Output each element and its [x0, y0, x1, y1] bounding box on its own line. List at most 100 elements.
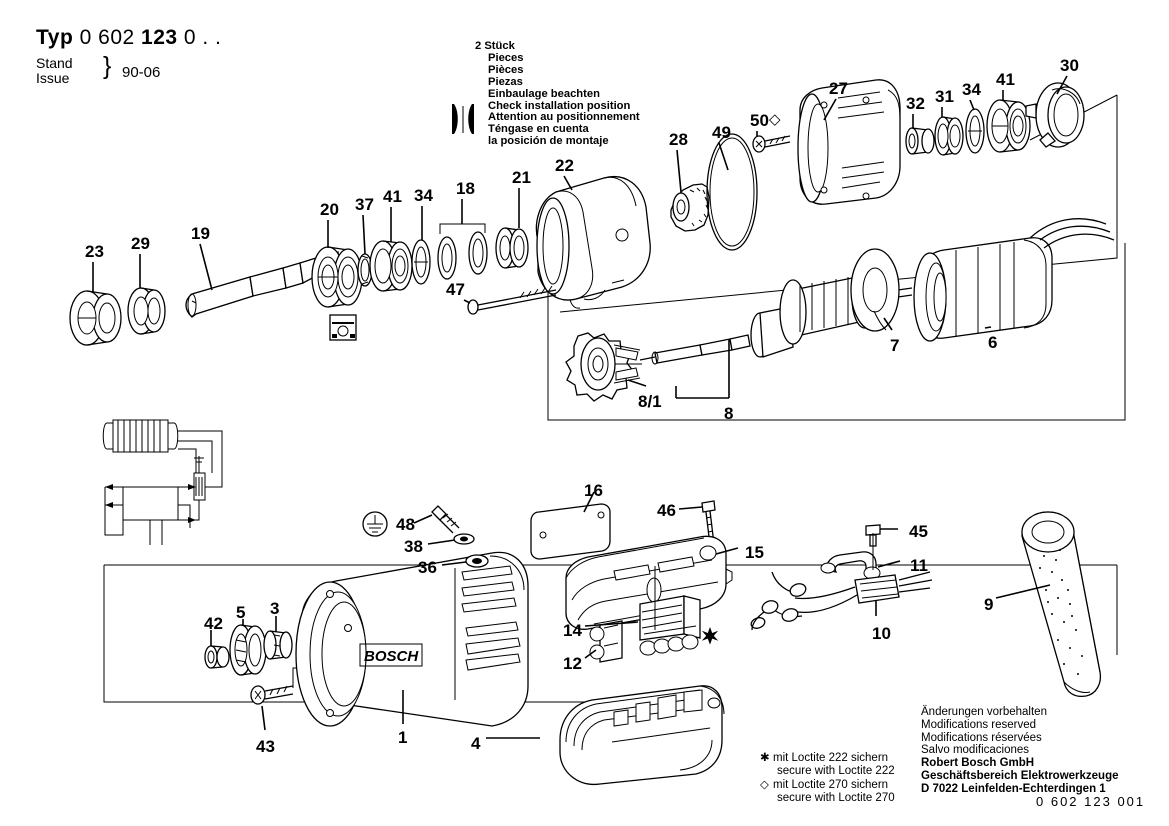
part-8-1-fan [565, 332, 642, 402]
part-12-terminal-block [589, 620, 623, 663]
document-number: 0 602 123 001 [1036, 794, 1146, 809]
part-47-long-screw [467, 285, 557, 315]
part-30-brush-holder [1025, 82, 1085, 148]
part-5-seal-ring [229, 624, 267, 676]
callout-28: 28 [669, 130, 688, 149]
modifications-line-2: Modifications réservées [921, 731, 1042, 744]
part-20-ball-bearing [311, 246, 363, 341]
loctite-legend-row-0: ✱ mit Loctite 222 sichern secure with Lo… [760, 752, 895, 777]
callout-7: 7 [890, 336, 900, 355]
callout-9: 9 [984, 595, 994, 614]
loctite-270-line2: secure with Loctite 270 [777, 791, 895, 804]
company-name: Robert Bosch GmbH [921, 757, 1035, 770]
issue-label: Issue [36, 70, 70, 86]
part-34-washer-right [965, 108, 985, 154]
callout-21: 21 [512, 168, 531, 187]
callout-4: 4 [471, 734, 481, 753]
modifications-line-0: Änderungen vorbehalten [921, 706, 1047, 718]
callout-32: 32 [906, 94, 925, 113]
part-23-bearing [69, 290, 122, 346]
part-16-nameplate [530, 503, 611, 560]
part-10-power-cable [750, 571, 933, 631]
part-50-screw [752, 135, 791, 153]
part-28-pinion [670, 183, 710, 232]
company-info-block: Änderungen vorbehalten Modifications res… [921, 706, 1119, 796]
note-line-0: 2 Stück [475, 40, 515, 52]
part-11-cable-clamp [820, 533, 881, 580]
callout-46: 46 [657, 501, 676, 520]
part-32-bushing [905, 127, 935, 155]
callout-3: 3 [270, 599, 280, 618]
callout-30: 30 [1060, 56, 1079, 75]
callout-27: 27 [829, 79, 848, 98]
part-42-bushing [204, 645, 230, 669]
part-7-washer [850, 248, 900, 332]
callout-19: 19 [191, 224, 210, 243]
note-line-2: Pièces [488, 63, 524, 76]
part-22-gear-housing [535, 176, 651, 309]
part-34-washer-left [411, 239, 431, 285]
callout-49: 49 [712, 123, 731, 142]
loctite-270-symbol: ◇ [760, 779, 769, 792]
loctite-222-line1: mit Loctite 222 sichern [773, 752, 889, 764]
stand-issue-labels: Stand Issue [36, 56, 73, 86]
page-title: Typ 0 602 123 0 . . [36, 26, 221, 50]
typ-number-part2: 123 [141, 26, 178, 49]
callout-47: 47 [446, 280, 465, 299]
callout-50: 50 [750, 111, 769, 130]
part-21-bearing [495, 227, 529, 269]
callout-8-1: 8/1 [638, 392, 662, 411]
note-line-6: Attention au positionnement [488, 111, 640, 124]
callout-22: 22 [555, 156, 574, 175]
callout-41: 41 [383, 187, 402, 206]
callout-1: 1 [398, 728, 408, 747]
note-line-7: Téngase en cuenta [488, 123, 589, 136]
part-1-main-housing: BOSCH [295, 551, 529, 727]
loctite-legend-row-1: ◇ mit Loctite 270 sichern secure with Lo… [760, 779, 895, 804]
callout-16: 16 [584, 481, 603, 500]
part-4-bottom-cover [559, 685, 725, 786]
callout-43: 43 [256, 737, 275, 756]
part-41-bearing-right [986, 99, 1031, 153]
part-43-screw [250, 667, 356, 705]
part-18-washer-pair [437, 205, 488, 280]
callout-34: 34 [962, 80, 981, 99]
loctite-270-mark-50: ◇ [769, 111, 781, 128]
loctite-legend: ✱ mit Loctite 222 sichern secure with Lo… [760, 752, 895, 806]
part-49-o-ring [706, 133, 758, 251]
issue-date: 90-06 [122, 64, 161, 81]
callout-38: 38 [404, 537, 423, 556]
part-27-motor-housing [797, 79, 901, 205]
modifications-line-1: Modifications reserved [921, 718, 1037, 731]
part-14-switch [639, 566, 701, 656]
part-6-stator [913, 218, 1115, 342]
note-line-3: Piezas [488, 75, 523, 88]
callout-5: 5 [236, 603, 246, 622]
note-line-4: Einbaulage beachten [488, 87, 600, 100]
callout-29: 29 [131, 234, 150, 253]
loctite-222-line2: secure with Loctite 222 [777, 764, 895, 777]
modifications-line-3: Salvo modificaciones [921, 744, 1030, 757]
leader-lines [92, 75, 1068, 739]
callout-11: 11 [910, 556, 928, 575]
callout-48: 48 [396, 515, 415, 534]
part-38-washer [453, 533, 475, 545]
installation-position-icon [452, 104, 474, 134]
typ-number-part3: 0 . . [183, 26, 222, 49]
callout-15: 15 [745, 543, 764, 562]
stand-label: Stand [36, 55, 73, 71]
callout-36: 36 [418, 558, 437, 577]
callout-42: 42 [204, 614, 223, 633]
part-31-collar [934, 116, 964, 156]
callout-34: 34 [414, 186, 433, 205]
part-48-ground-symbol [362, 511, 388, 537]
part-36-washer [465, 554, 489, 568]
callout-37: 37 [355, 195, 374, 214]
callout-14: 14 [563, 621, 582, 640]
brace-glyph: } [103, 52, 112, 80]
callout-23: 23 [85, 242, 104, 261]
callout-31: 31 [935, 87, 954, 106]
part-48-screw [431, 505, 460, 534]
